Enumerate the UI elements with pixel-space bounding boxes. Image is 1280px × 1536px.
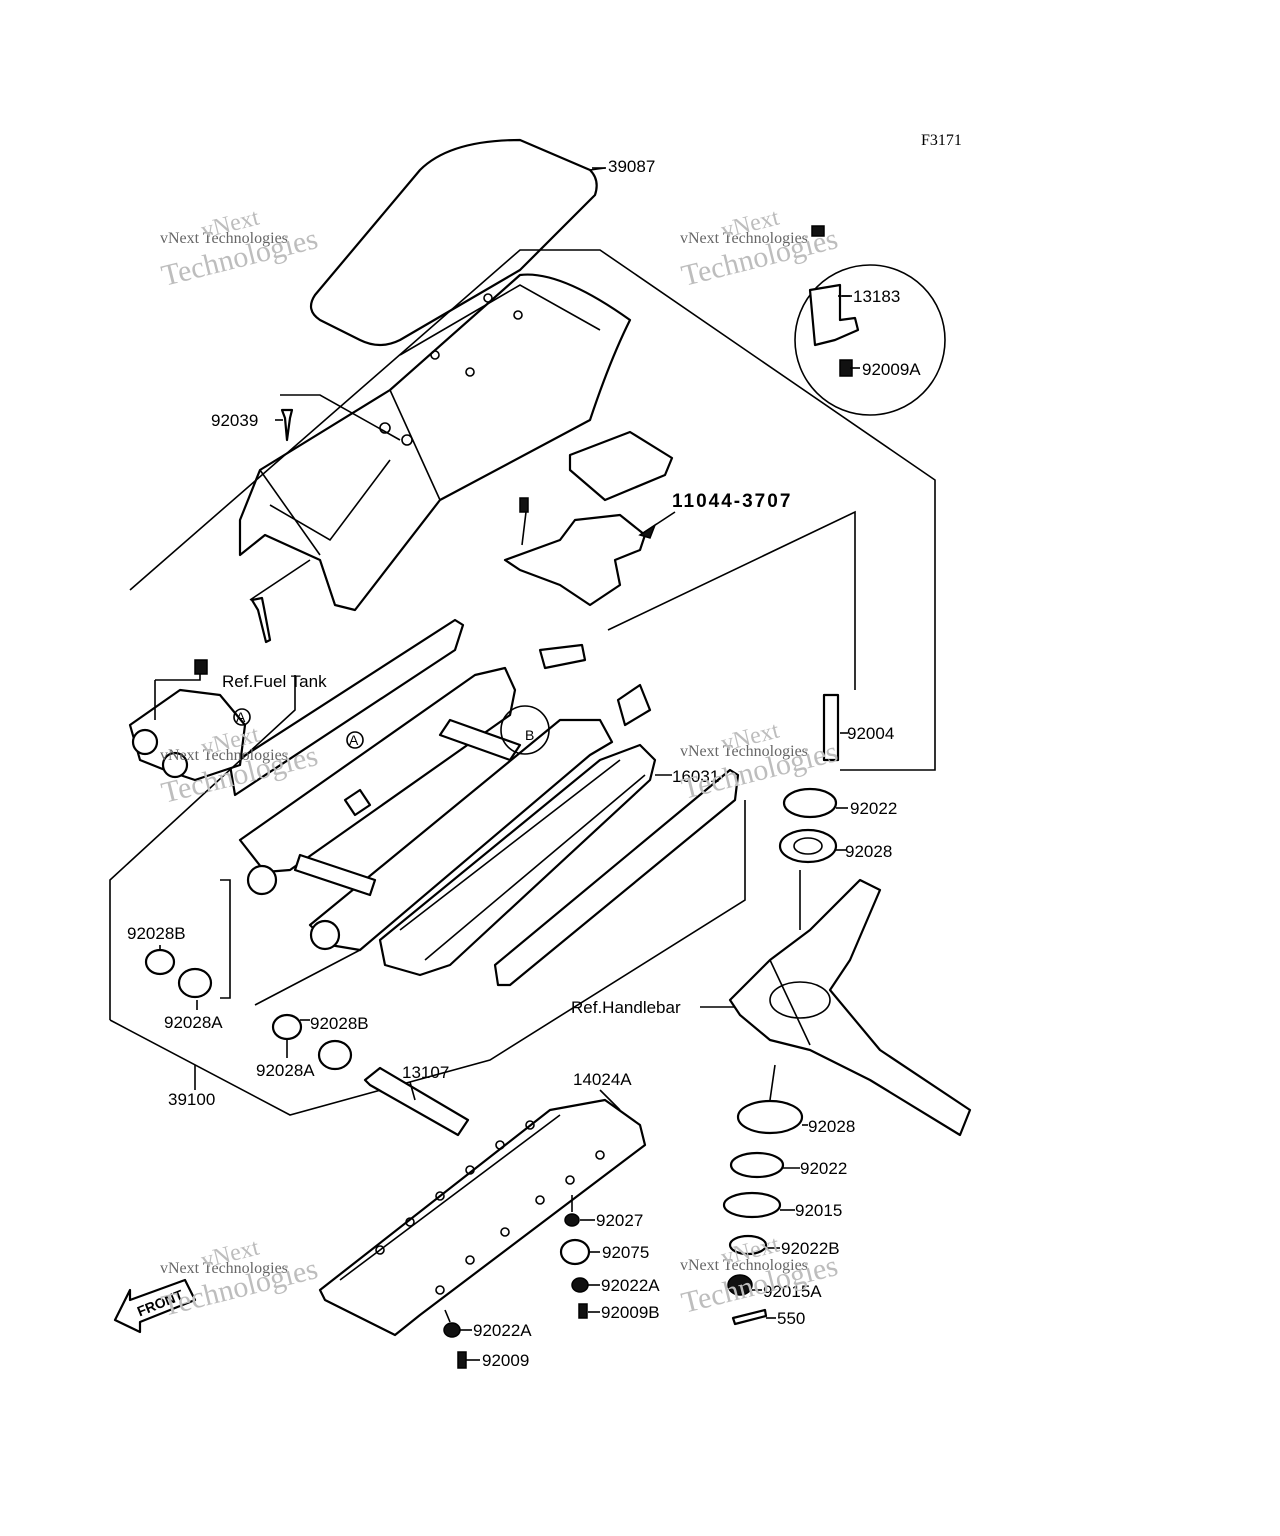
part-label-92028-low: 92028 — [808, 1117, 856, 1136]
figure-code: F3171 — [921, 132, 962, 149]
part-label-92075: 92075 — [602, 1243, 650, 1262]
part-label-92028A-left: 92028A — [164, 1013, 223, 1032]
toolbox-pad — [568, 430, 674, 502]
rail-16031 — [378, 743, 657, 977]
bushing-92028B-mid — [271, 1013, 303, 1041]
pin-13107 — [363, 1066, 470, 1137]
part-label-92028A-mid: 92028A — [256, 1061, 315, 1080]
washer-92022B — [728, 1234, 768, 1256]
front-arrow — [113, 1278, 197, 1334]
washer-92022-top — [782, 787, 838, 819]
part-label-92022A-b: 92022A — [473, 1321, 532, 1340]
detail-circle — [794, 225, 946, 416]
ref-handlebar-label: Ref.Handlebar — [571, 998, 681, 1017]
bolt-92009 — [457, 1351, 467, 1369]
bushing-92028A-left — [177, 967, 213, 999]
bracket-11044-3707 — [503, 497, 647, 607]
ref-fuel-tank-label: Ref.Fuel Tank — [222, 672, 327, 691]
part-label-92028B-left: 92028B — [127, 924, 186, 943]
marker-a-left: A — [236, 709, 246, 725]
nut-92027 — [564, 1213, 580, 1227]
part-label-16031: 16031 — [672, 767, 720, 786]
frame-39100 — [238, 643, 652, 952]
part-label-11044-3707: 11044-3707 — [672, 491, 793, 512]
part-label-92028-top: 92028 — [845, 842, 893, 861]
bushing-92028A-mid — [317, 1039, 353, 1071]
part-label-550: 550 — [777, 1309, 806, 1328]
nut-92015A — [727, 1274, 753, 1296]
rear-fender — [238, 273, 632, 612]
part-label-92009B: 92009B — [601, 1303, 660, 1322]
part-label-92022A-a: 92022A — [601, 1276, 660, 1295]
rivet-92039 — [280, 408, 294, 442]
part-label-39100: 39100 — [168, 1090, 216, 1109]
part-label-92022B: 92022B — [781, 1239, 840, 1258]
pivot-bracket — [128, 659, 247, 782]
nut-92022A-a — [571, 1277, 589, 1293]
washer-92015 — [722, 1191, 782, 1219]
skid-plate-14024A — [318, 1098, 647, 1337]
part-label-92009: 92009 — [482, 1351, 530, 1370]
washer-92022-low — [729, 1151, 785, 1179]
rivet-lower — [250, 596, 272, 644]
part-label-92004: 92004 — [847, 724, 895, 743]
part-label-92015: 92015 — [795, 1201, 843, 1220]
part-label-92022-top: 92022 — [850, 799, 898, 818]
handlebar — [728, 878, 972, 1137]
marker-b: B — [525, 727, 535, 743]
part-label-92028B-mid: 92028B — [310, 1014, 369, 1033]
part-label-92009A: 92009A — [862, 360, 921, 379]
part-label-92039: 92039 — [211, 411, 259, 430]
marker-a-mid: A — [349, 732, 359, 748]
part-label-13183: 13183 — [853, 287, 901, 306]
part-label-92015A: 92015A — [763, 1282, 822, 1301]
damper-92028-low — [736, 1099, 804, 1135]
part-label-92022-low: 92022 — [800, 1159, 848, 1178]
pin-550 — [731, 1308, 768, 1326]
part-label-14024A: 14024A — [573, 1070, 632, 1089]
nut-92022A-b — [443, 1322, 461, 1338]
rail-left-outer — [228, 618, 465, 797]
part-label-39087: 39087 — [608, 157, 656, 176]
bushing-92028B-left — [144, 948, 176, 976]
part-label-92027: 92027 — [596, 1211, 644, 1230]
rail-right-outer — [493, 768, 740, 987]
damper-92028-top — [778, 828, 838, 864]
part-label-13107: 13107 — [402, 1063, 450, 1082]
bolt-92009B — [578, 1303, 588, 1319]
stud-92004 — [822, 693, 840, 762]
spacer-92075 — [559, 1238, 591, 1266]
frame-bracket-top — [129, 249, 936, 771]
